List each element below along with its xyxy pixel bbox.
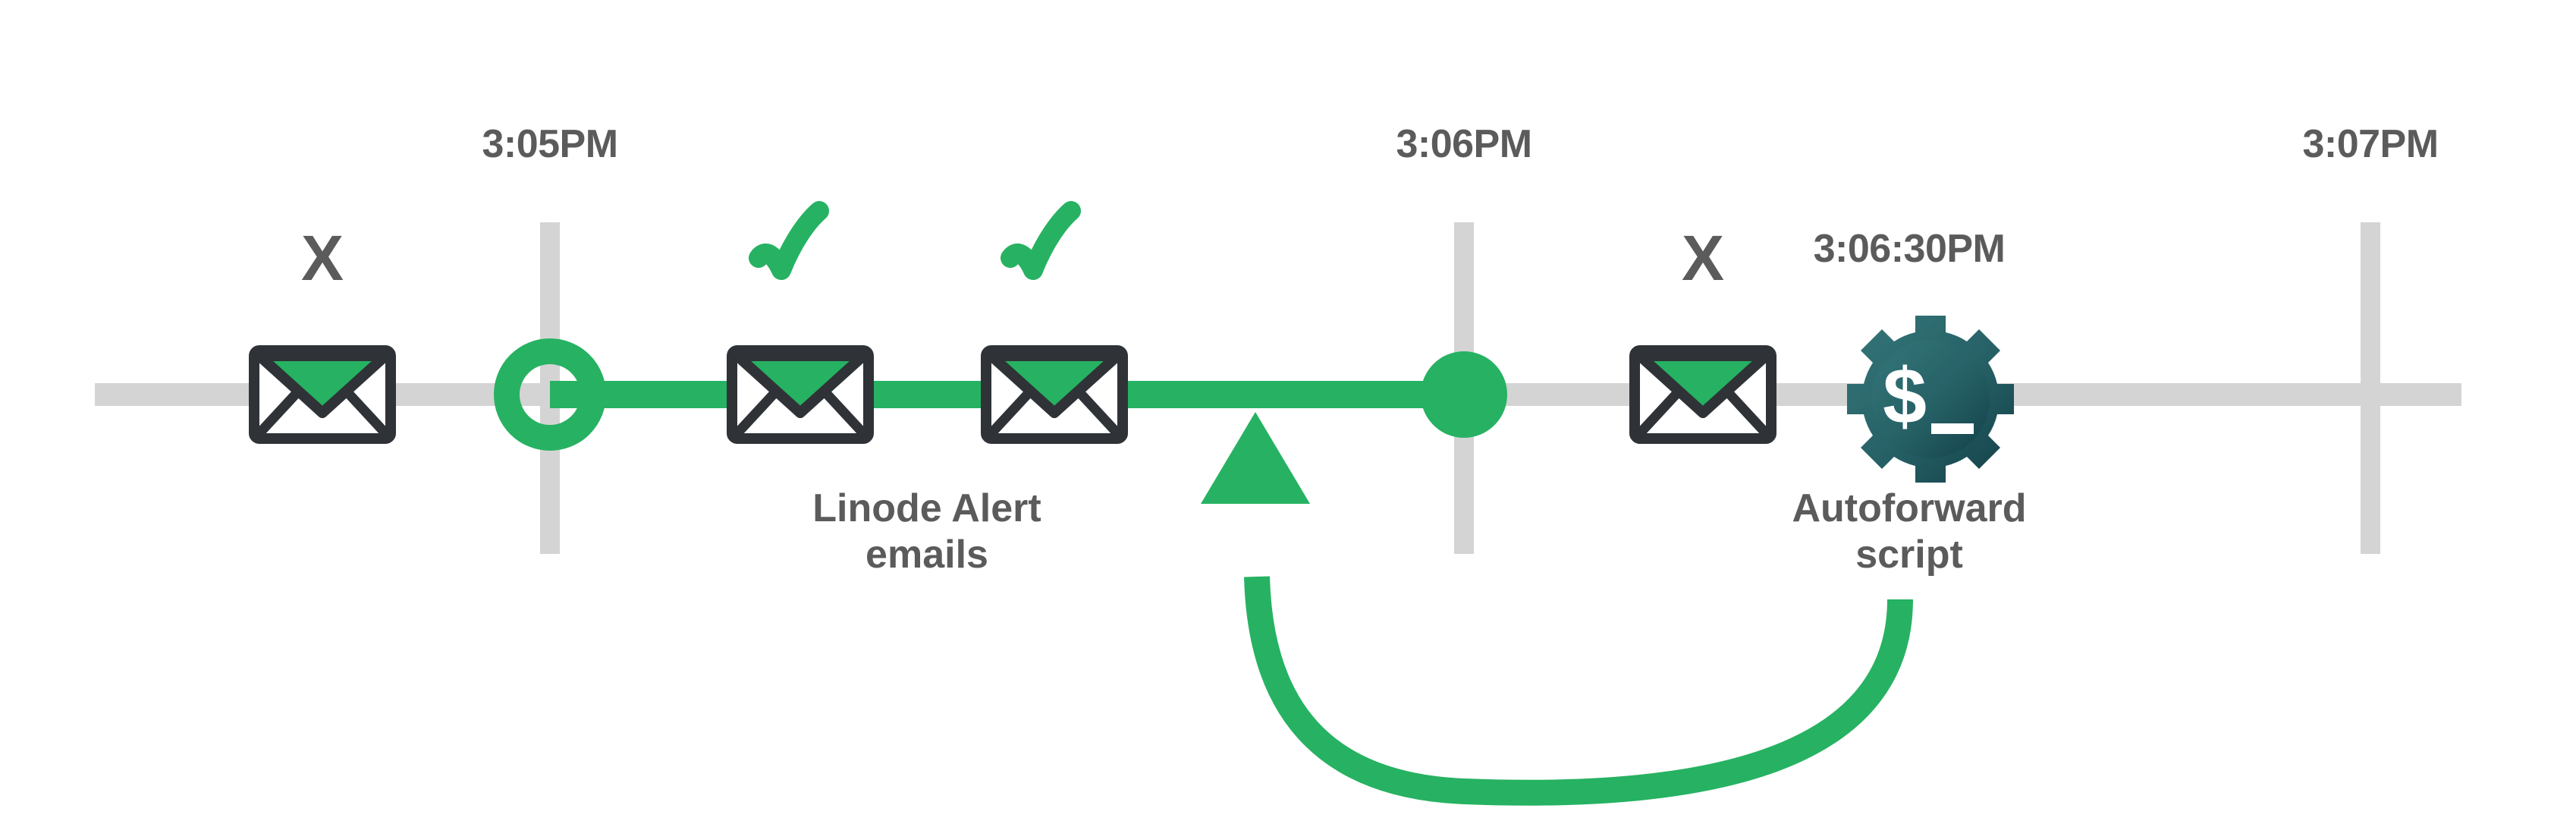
tick-3-07pm [2361, 222, 2380, 554]
autoforward-script-label: Autoforward script [1792, 486, 2026, 579]
linode-alert-emails-label: Linode Alert emails [812, 486, 1041, 579]
check-mark-icon [1001, 201, 1081, 280]
x-mark-icon: X [1681, 222, 1725, 294]
tick-label-3-06pm: 3:06PM [1396, 122, 1532, 166]
tick-label-3-05pm: 3:05PM [482, 122, 618, 166]
script-time-label: 3:06:30PM [1813, 227, 2006, 271]
check-mark-icon [749, 201, 829, 280]
gear-terminal-icon: $ [1847, 316, 2014, 483]
svg-text:$: $ [1883, 353, 1927, 441]
envelope-icon [249, 345, 396, 444]
tick-label-3-07pm: 3:07PM [2302, 122, 2439, 166]
linode-alert-emails-label-line1: Linode Alert [812, 486, 1041, 530]
marker-dot-3-06pm [1421, 351, 1507, 438]
autoforward-flow-arrow [1201, 412, 1913, 806]
linode-alert-emails-label-line2: emails [865, 533, 988, 577]
autoforward-script-label-line2: script [1855, 533, 1963, 577]
envelope-icon [1629, 345, 1776, 444]
x-mark-icon: X [300, 222, 344, 294]
marker-ring-3-05pm [494, 338, 606, 451]
autoforward-script-label-line1: Autoforward [1792, 486, 2027, 530]
envelope-icon [727, 345, 874, 444]
envelope-icon [981, 345, 1128, 444]
